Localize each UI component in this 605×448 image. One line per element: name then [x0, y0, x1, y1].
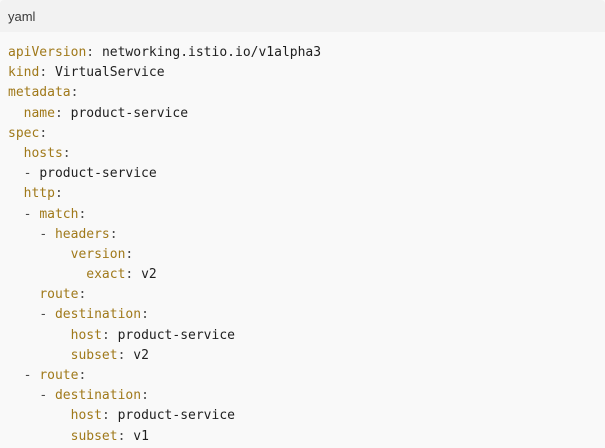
- code-indent: [8, 166, 24, 181]
- code-indent: [8, 186, 24, 201]
- yaml-value: product-service: [70, 105, 189, 121]
- code-indent: [8, 328, 71, 343]
- colon: :: [78, 206, 87, 222]
- code-line: - headers:: [8, 225, 605, 245]
- yaml-key: destination: [54, 388, 142, 404]
- yaml-key: headers: [54, 226, 110, 242]
- yaml-key: apiVersion: [8, 45, 87, 60]
- colon: :: [39, 125, 48, 141]
- yaml-value: product-service: [117, 327, 235, 343]
- code-line: - destination:: [8, 305, 605, 325]
- code-line: subset: v2: [8, 346, 605, 366]
- colon: :: [109, 226, 118, 242]
- list-dash: -: [23, 166, 40, 182]
- code-indent: [8, 227, 39, 242]
- code-indent: [8, 207, 24, 222]
- yaml-value: product-service: [39, 166, 157, 182]
- colon: :: [117, 347, 134, 363]
- list-dash: -: [23, 368, 40, 383]
- code-indent: [8, 429, 71, 444]
- code-line: http:: [8, 184, 605, 204]
- code-line: metadata:: [8, 83, 605, 103]
- yaml-key: route: [39, 287, 79, 303]
- code-line: - match:: [8, 205, 605, 225]
- code-line: host: product-service: [8, 326, 605, 346]
- code-content[interactable]: apiVersion: networking.istio.io/v1alpha3…: [0, 32, 605, 447]
- colon: :: [141, 388, 149, 404]
- code-line: version:: [8, 245, 605, 265]
- yaml-key: spec: [8, 125, 40, 141]
- colon: :: [101, 408, 118, 424]
- colon: :: [125, 267, 142, 283]
- yaml-key: kind: [8, 65, 40, 81]
- yaml-key: name: [23, 105, 55, 121]
- colon: :: [125, 246, 134, 262]
- code-line: kind: VirtualService: [8, 63, 605, 83]
- yaml-value: v1: [133, 428, 149, 444]
- colon: :: [62, 145, 71, 161]
- yaml-key: subset: [70, 347, 118, 363]
- list-dash: -: [23, 206, 40, 222]
- code-indent: [8, 368, 24, 383]
- list-dash: -: [39, 388, 55, 404]
- list-dash: -: [39, 307, 55, 323]
- yaml-value: product-service: [117, 408, 235, 424]
- code-indent: [8, 106, 24, 121]
- code-line: - product-service: [8, 164, 605, 184]
- code-indent: [8, 146, 24, 161]
- yaml-value: v2: [133, 347, 149, 363]
- yaml-key: match: [39, 206, 79, 222]
- yaml-value: VirtualService: [54, 65, 165, 81]
- code-line: hosts:: [8, 144, 605, 164]
- code-line: name: product-service: [8, 104, 605, 124]
- colon: :: [39, 65, 55, 81]
- colon: :: [54, 105, 71, 121]
- yaml-key: host: [70, 327, 102, 343]
- code-indent: [8, 267, 86, 282]
- code-line: apiVersion: networking.istio.io/v1alpha3: [8, 43, 605, 63]
- colon: :: [70, 85, 79, 101]
- code-line: - destination:: [8, 386, 605, 406]
- colon: :: [78, 368, 87, 383]
- yaml-key: host: [70, 408, 102, 424]
- code-indent: [8, 408, 71, 423]
- yaml-key: destination: [54, 307, 142, 323]
- yaml-key: route: [39, 368, 79, 383]
- list-dash: -: [39, 226, 55, 242]
- yaml-value: v2: [141, 267, 157, 283]
- yaml-key: subset: [70, 428, 118, 444]
- code-indent: [8, 388, 39, 403]
- colon: :: [141, 307, 149, 323]
- colon: :: [117, 428, 134, 444]
- code-indent: [8, 247, 71, 262]
- yaml-key: metadata: [8, 85, 71, 101]
- code-indent: [8, 287, 39, 302]
- code-line: host: product-service: [8, 406, 605, 426]
- yaml-key: exact: [86, 267, 126, 283]
- colon: :: [78, 287, 87, 303]
- code-line: - route:: [8, 366, 605, 386]
- code-line: subset: v1: [8, 427, 605, 447]
- code-language-label: yaml: [0, 0, 605, 32]
- yaml-key: http: [23, 186, 55, 202]
- code-line: exact: v2: [8, 265, 605, 285]
- yaml-key: version: [70, 246, 126, 262]
- yaml-value: networking.istio.io/v1alpha3: [101, 45, 322, 60]
- code-indent: [8, 348, 71, 363]
- colon: :: [54, 186, 63, 202]
- code-indent: [8, 307, 39, 322]
- colon: :: [86, 45, 102, 60]
- code-line: route:: [8, 285, 605, 305]
- code-line: spec:: [8, 124, 605, 144]
- yaml-key: hosts: [23, 145, 63, 161]
- colon: :: [101, 327, 118, 343]
